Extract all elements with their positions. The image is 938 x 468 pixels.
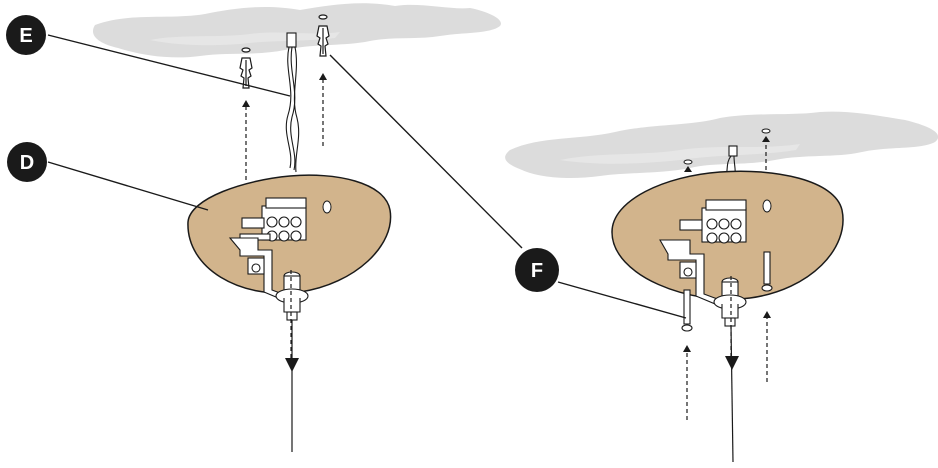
wall-anchor-left-1 — [239, 47, 253, 89]
dashed-arrow-left-1 — [242, 100, 250, 180]
callout-e-label: E — [19, 25, 32, 47]
ceiling-right — [505, 111, 938, 178]
supply-wires-left — [285, 32, 300, 173]
dashed-arrows-right — [683, 311, 771, 420]
canopy-right — [611, 170, 844, 327]
callout-e: E — [6, 15, 46, 55]
dashed-arrow-left-2 — [319, 73, 327, 146]
cable-arrow-right — [725, 276, 739, 463]
callout-f-label: F — [531, 260, 543, 282]
left-step — [92, 3, 501, 452]
wall-anchor-left-2 — [316, 14, 330, 57]
callout-d: D — [7, 142, 47, 182]
canopy-left — [187, 174, 392, 321]
callout-f: F — [515, 248, 559, 292]
cable-arrow-left — [285, 270, 299, 452]
right-step — [505, 111, 938, 463]
ceiling-left — [92, 3, 501, 58]
callout-d-label: D — [20, 152, 34, 174]
screw-f — [681, 289, 693, 332]
leader-lines — [47, 34, 687, 319]
